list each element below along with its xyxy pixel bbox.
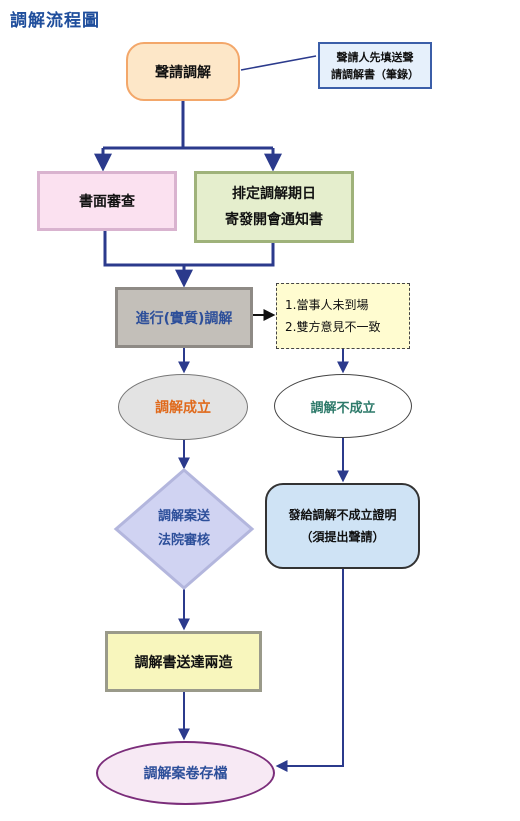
fail-label: 調解不成立 bbox=[310, 400, 376, 416]
schedule-node: 排定調解期日 寄發開會通知書 bbox=[194, 171, 354, 243]
apply-node: 聲請調解 bbox=[126, 42, 240, 101]
apply-label: 聲請調解 bbox=[155, 64, 211, 81]
mediate-node: 進行(實質)調解 bbox=[115, 287, 253, 348]
review-node: 書面審查 bbox=[37, 171, 177, 231]
archive-node: 調解案卷存檔 bbox=[96, 741, 275, 805]
archive-label: 調解案卷存檔 bbox=[143, 766, 228, 782]
cert-node: 發給調解不成立證明 （須提出聲請） bbox=[265, 483, 420, 569]
fail-node: 調解不成立 bbox=[274, 374, 412, 438]
cert-line2: （須提出聲請） bbox=[300, 530, 385, 544]
note-node: 聲請人先填送聲 請調解書（筆錄） bbox=[318, 42, 432, 89]
reasons-node: 1.當事人未到場 2.雙方意見不一致 bbox=[276, 283, 410, 349]
page-title: 調解流程圖 bbox=[10, 11, 100, 31]
schedule-line2: 寄發開會通知書 bbox=[225, 212, 323, 228]
connector-apply-split bbox=[103, 101, 273, 150]
success-label: 調解成立 bbox=[155, 400, 211, 416]
schedule-line1: 排定調解期日 bbox=[232, 186, 316, 202]
mediate-label: 進行(實質)調解 bbox=[135, 310, 233, 327]
court-line1: 調解案送 bbox=[157, 509, 210, 524]
reasons-line2: 2.雙方意見不一致 bbox=[285, 320, 381, 334]
note-line2: 請調解書（筆錄） bbox=[331, 67, 419, 81]
review-label: 書面審查 bbox=[79, 194, 135, 210]
court-node: 調解案送 法院審核 bbox=[116, 470, 252, 588]
deliver-label: 調解書送達兩造 bbox=[134, 654, 233, 671]
deliver-node: 調解書送達兩造 bbox=[105, 631, 262, 692]
reasons-line1: 1.當事人未到場 bbox=[285, 298, 369, 312]
success-node: 調解成立 bbox=[118, 374, 248, 440]
connector-apply-note bbox=[240, 55, 317, 71]
cert-line1: 發給調解不成立證明 bbox=[288, 508, 397, 522]
court-diamond bbox=[113, 468, 255, 590]
connector-cert-archive bbox=[275, 569, 344, 772]
connector-merge bbox=[103, 231, 275, 267]
court-line2: 法院審核 bbox=[157, 533, 210, 548]
note-line1: 聲請人先填送聲 bbox=[336, 50, 414, 64]
